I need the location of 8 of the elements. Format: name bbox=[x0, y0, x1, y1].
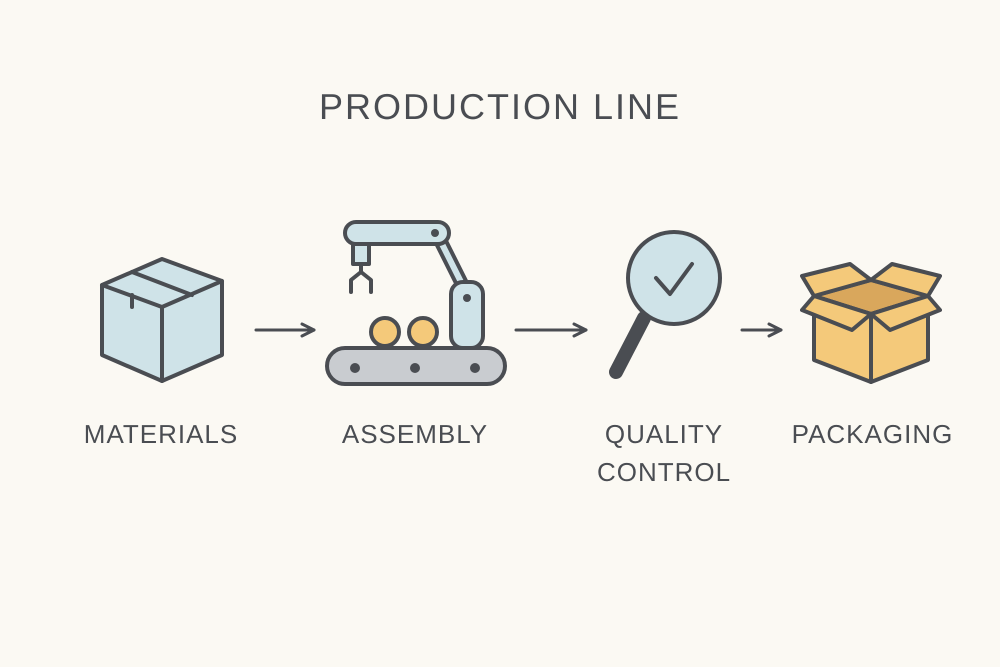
step-label: MATERIALS bbox=[84, 418, 238, 451]
arrow bbox=[254, 322, 316, 338]
step-label: ASSEMBLY bbox=[342, 418, 488, 451]
step-label: PACKAGING bbox=[792, 418, 954, 451]
arrow bbox=[740, 322, 782, 338]
arrow bbox=[514, 322, 588, 338]
title: PRODUCTION LINE bbox=[318, 86, 682, 128]
step-label: QUALITY CONTROL bbox=[596, 418, 732, 489]
